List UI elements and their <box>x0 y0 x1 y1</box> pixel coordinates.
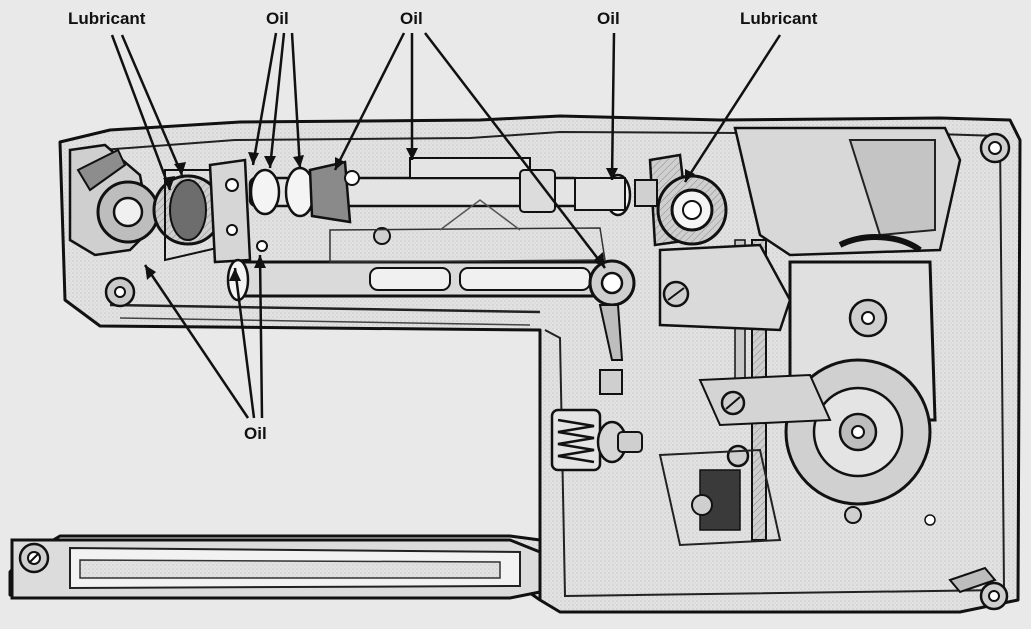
lower-connecting-rod <box>226 227 636 361</box>
leader-lines <box>110 32 782 419</box>
support-arm <box>10 538 542 600</box>
label-lubricant-right: Lubricant <box>740 9 818 28</box>
leader-arrowheads <box>145 148 695 281</box>
motor-icon <box>784 234 937 506</box>
spring-icon <box>550 369 643 472</box>
left-gear-assembly <box>68 143 252 308</box>
label-oil-3: Oil <box>597 9 620 28</box>
right-gear-assembly <box>574 153 728 247</box>
label-lubricant-left: Lubricant <box>68 9 146 28</box>
label-oil-2: Oil <box>400 9 423 28</box>
upper-main-shaft <box>248 157 582 224</box>
label-oil-1: Oil <box>266 9 289 28</box>
label-oil-bottom: Oil <box>244 424 267 443</box>
